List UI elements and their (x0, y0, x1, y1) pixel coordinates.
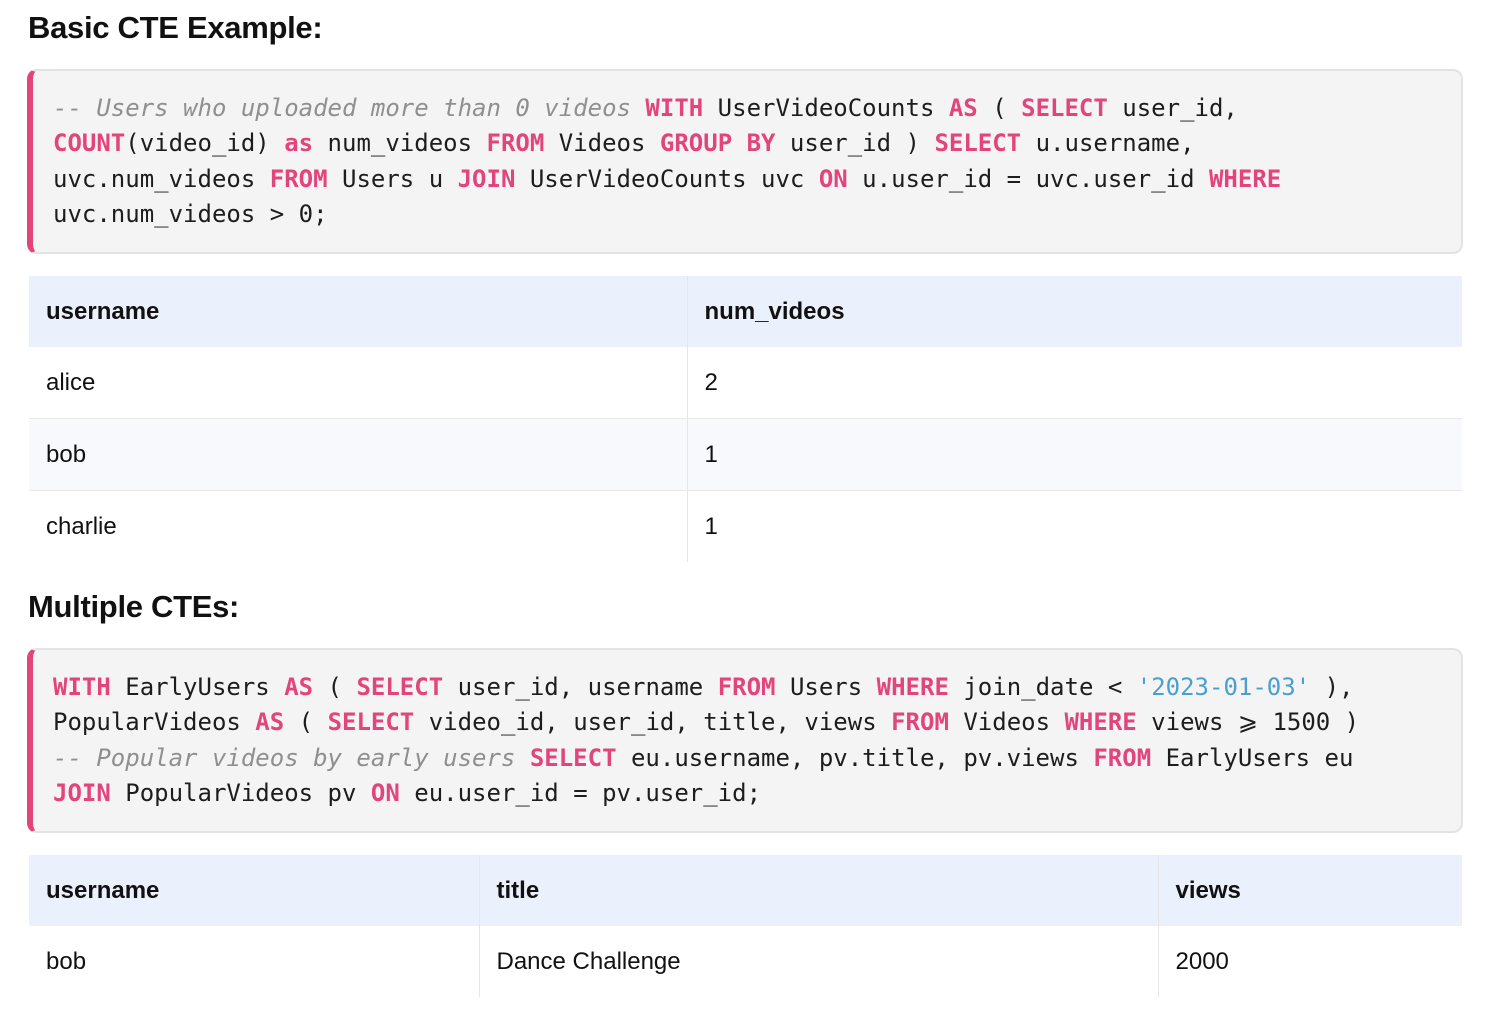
sql-keyword: WITH (645, 94, 704, 122)
sql-text: (video_id) (125, 129, 285, 158)
sql-text: user_id ) (775, 129, 935, 158)
code-line: -- Users who uploaded more than 0 videos… (53, 91, 1441, 126)
sql-text: user_id, (1107, 94, 1238, 122)
sql-text: eu.user_id = pv.user_id; (399, 778, 762, 807)
sql-keyword: SELECT (529, 743, 617, 772)
sql-keyword: JOIN (457, 164, 516, 193)
sql-keyword: WHERE (876, 673, 949, 701)
sql-text: views ⩾ 1500 ) (1136, 708, 1360, 737)
sql-keyword: ON (370, 778, 400, 807)
sql-text: Videos (948, 708, 1065, 737)
sql-keyword: AS (948, 94, 978, 122)
code-line: WITH EarlyUsers AS ( SELECT user_id, use… (53, 670, 1441, 705)
sql-text: video_id, user_id, title, views (414, 708, 892, 737)
cell-username: alice (46, 368, 96, 396)
sql-keyword: WHERE (1064, 708, 1137, 737)
table-header-row: username num_videos (29, 276, 1462, 347)
sql-keyword: FROM (717, 673, 776, 701)
table-row: bob Dance Challenge 2000 (29, 926, 1462, 997)
column-header-num-videos: num_videos (686, 276, 1462, 347)
sql-text: PopularVideos pv (110, 778, 371, 807)
code-line: -- Popular videos by early users SELECT … (53, 741, 1441, 776)
table-row: alice 2 (29, 347, 1462, 419)
cell-username: charlie (29, 490, 687, 562)
sql-text: num_videos (313, 129, 487, 158)
sql-text: user_id, username (443, 673, 718, 701)
code-block-basic-cte: -- Users who uploaded more than 0 videos… (27, 69, 1463, 254)
sql-text: Users u (327, 164, 458, 193)
sql-keyword: FROM (891, 708, 949, 737)
column-header-title: title (478, 855, 1158, 926)
sql-keyword: GROUP BY (659, 129, 776, 158)
sql-text: uvc.num_videos > 0; (53, 199, 328, 228)
sql-keyword: JOIN (53, 778, 111, 807)
table-header-row: username title views (29, 855, 1462, 926)
sql-text: UserVideoCounts (703, 94, 949, 122)
table-row: bob 1 (29, 418, 1462, 491)
code-block-multiple-ctes: WITH EarlyUsers AS ( SELECT user_id, use… (27, 648, 1463, 833)
sql-keyword: SELECT (356, 673, 444, 701)
sql-text: eu.username, pv.title, pv.views (616, 743, 1094, 772)
sql-text: PopularVideos (53, 708, 256, 737)
sql-text: ( (313, 673, 357, 701)
section-title-basic-cte: Basic CTE Example: (28, 10, 323, 45)
cell-num-videos: 1 (686, 418, 1462, 491)
sql-comment: -- Popular videos by early users (53, 743, 516, 772)
sql-keyword: AS (284, 673, 314, 701)
sql-text (631, 94, 645, 122)
sql-keyword: WHERE (1208, 164, 1282, 193)
sql-keyword: AS (255, 708, 285, 737)
cell-views: 2000 (1157, 926, 1462, 997)
code-line: uvc.num_videos FROM Users u JOIN UserVid… (53, 162, 1441, 197)
sql-keyword: FROM (269, 164, 328, 193)
cell-num-videos: 1 (686, 490, 1462, 562)
sql-text: ( (284, 708, 328, 737)
sql-string: '2023-01-03' (1136, 673, 1311, 701)
result-table-multiple-ctes: username title views bob Dance Challenge… (29, 855, 1462, 997)
code-line: uvc.num_videos > 0; (53, 197, 1441, 232)
result-table-basic-cte: username num_videos alice 2 bob 1 charli… (29, 276, 1462, 562)
code-line: PopularVideos AS ( SELECT video_id, user… (53, 705, 1441, 740)
sql-text: u.username, (1021, 129, 1195, 158)
sql-keyword: COUNT (53, 129, 126, 158)
sql-text: UserVideoCounts uvc (515, 164, 819, 193)
sql-text: join_date < (948, 673, 1137, 701)
column-header-username: username (29, 855, 479, 926)
table-row: charlie 1 (29, 490, 1462, 562)
sql-keyword: SELECT (934, 129, 1022, 158)
code-line: JOIN PopularVideos pv ON eu.user_id = pv… (53, 776, 1441, 811)
sql-text: u.user_id = uvc.user_id (847, 164, 1209, 193)
sql-keyword: SELECT (1021, 94, 1108, 122)
sql-keyword: as (284, 129, 314, 158)
sql-text (515, 744, 529, 772)
sql-text: ), (1310, 673, 1354, 701)
sql-comment: -- Users who uploaded more than 0 videos (53, 94, 631, 122)
column-header-username: username (29, 276, 687, 347)
sql-keyword: FROM (486, 129, 545, 158)
section-title-multiple-ctes: Multiple CTEs: (28, 589, 240, 624)
sql-text: Users (775, 673, 877, 701)
sql-text: EarlyUsers eu (1151, 743, 1354, 772)
cell-username: bob (46, 947, 87, 975)
sql-text: EarlyUsers (110, 673, 285, 701)
sql-text: ( (977, 94, 1022, 122)
sql-keyword: SELECT (327, 708, 415, 737)
column-header-views: views (1157, 855, 1462, 926)
sql-text: uvc.num_videos (53, 164, 270, 193)
sql-keyword: WITH (53, 673, 111, 701)
code-line: COUNT(video_id) as num_videos FROM Video… (53, 126, 1441, 161)
cell-title: Dance Challenge (478, 926, 1158, 997)
cell-username: bob (29, 418, 687, 491)
sql-keyword: FROM (1093, 743, 1152, 772)
sql-keyword: ON (818, 164, 848, 193)
cell-num-videos: 2 (686, 347, 1462, 419)
sql-text: Videos (544, 129, 660, 158)
